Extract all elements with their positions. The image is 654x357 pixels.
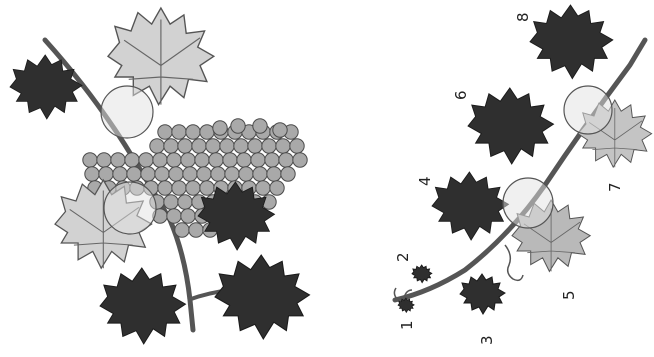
grape-berry [211,167,225,181]
left-dark-leaf-bottom-left [100,268,186,344]
label-2: 2 [394,252,412,262]
grape-berry [253,167,267,181]
left-dark-leaf-bottom-right [215,255,310,339]
right-main-stem [395,40,645,300]
grape-berry [267,167,281,181]
grape-berry [85,167,99,181]
grape-berry [239,167,253,181]
grape-berry [220,139,234,153]
grape-berry [141,167,155,181]
right-leaf-8 [530,5,613,79]
right-leaf-6 [468,88,554,164]
grape-berry [167,209,181,223]
grape-berry [125,153,139,167]
grape-berry [99,167,113,181]
grape-berry [270,181,284,195]
grape-berry [200,125,214,139]
left-vine [10,8,310,344]
grape-berry [213,121,227,135]
grape-berry [237,153,251,167]
grape-berry [251,153,265,167]
grape-berry [265,153,279,167]
grape-berry [253,119,267,133]
grape-berry [83,153,97,167]
grape-berry [231,119,245,133]
grape-berry [178,195,192,209]
label-1: 1 [398,320,416,330]
grape-berry [186,181,200,195]
label-7: 7 [606,182,624,192]
grape-berry [139,153,153,167]
left-node-highlight-middle [104,182,156,234]
left-node-highlight-top [101,86,153,138]
grape-berry [276,139,290,153]
grape-berry [197,167,211,181]
grape-berry [127,167,141,181]
grape-berry [290,139,304,153]
grape-berry [111,153,125,167]
grape-berry [234,139,248,153]
grape-berry [281,167,295,181]
grape-berry [192,139,206,153]
grape-berry [279,153,293,167]
grape-berry [164,139,178,153]
right-leaf-3 [460,274,505,314]
grape-berry [169,167,183,181]
grape-berry [189,223,203,237]
grape-berry [293,153,307,167]
grape-berry [195,153,209,167]
grape-berry [167,153,181,167]
grape-berry [183,167,197,181]
label-8: 8 [514,12,532,22]
grape-berry [200,181,214,195]
right-node-highlight-upper [564,86,612,134]
grape-berry [155,167,169,181]
grape-berry [175,223,189,237]
grape-berry [223,153,237,167]
label-4: 4 [416,176,434,186]
grape-berry [181,153,195,167]
grape-berry [209,153,223,167]
right-vine: 1 2 3 4 5 6 7 8 [394,5,652,345]
right-node-highlight-lower [503,178,553,228]
label-3: 3 [478,335,496,345]
grape-berry [172,125,186,139]
right-leaf-4 [432,172,509,240]
grape-berry [248,139,262,153]
grape-berry [158,181,172,195]
grape-berry [225,167,239,181]
label-5: 5 [560,290,578,300]
grape-berry [158,125,172,139]
grape-berry [178,139,192,153]
grape-berry [97,153,111,167]
right-leaf-2 [412,265,432,283]
left-dark-leaf-top [10,55,82,119]
grape-berry [206,139,220,153]
grape-berry [153,153,167,167]
grape-berry [150,139,164,153]
label-6: 6 [452,90,470,100]
grape-berry [164,195,178,209]
grape-berry [181,209,195,223]
grape-berry [186,125,200,139]
grape-berry [172,181,186,195]
grape-berry [273,123,287,137]
grape-berry [113,167,127,181]
grape-berry [256,181,270,195]
grape-berry [262,139,276,153]
